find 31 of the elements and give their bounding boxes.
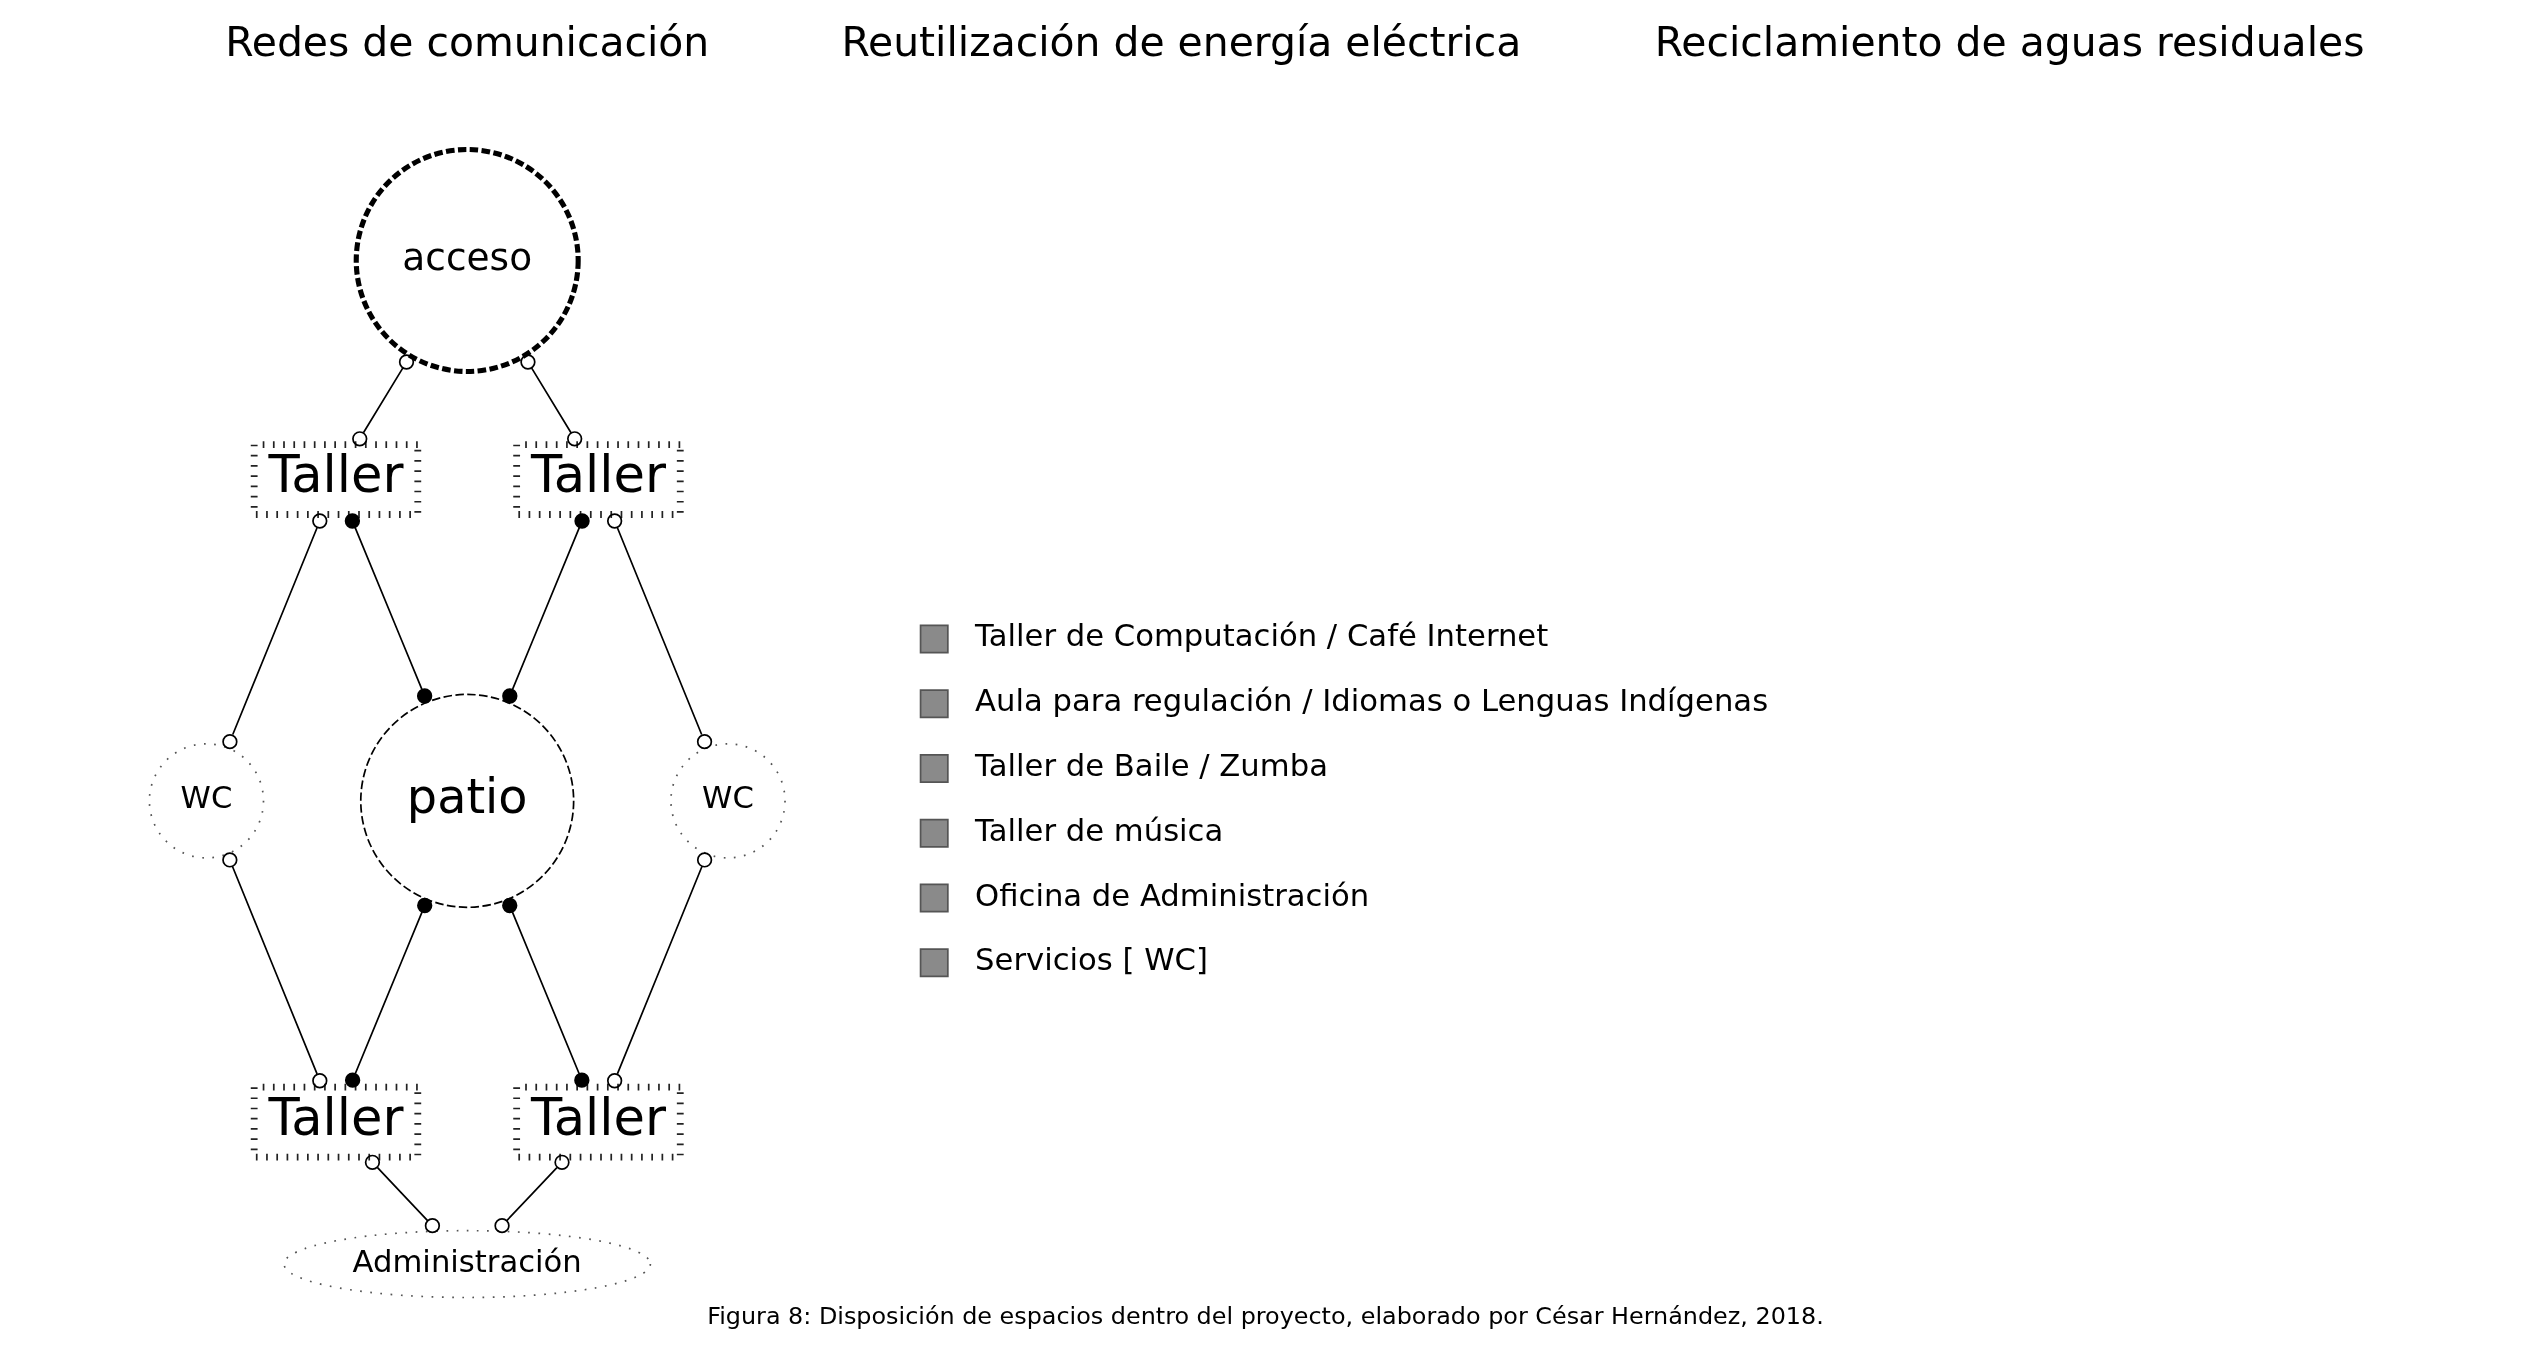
label: Reciclamiento de aguas residuales xyxy=(1654,18,2364,67)
connector xyxy=(344,513,432,704)
connector xyxy=(344,897,432,1088)
legend-label: Oficina de Administración xyxy=(974,877,1369,913)
connector xyxy=(364,1154,440,1234)
node-circle: patio xyxy=(359,693,574,909)
legend-label: Taller de música xyxy=(974,812,1223,848)
label: Reutilización de energía eléctrica xyxy=(840,18,1521,67)
node-box: Taller xyxy=(250,1083,421,1161)
connector xyxy=(351,354,414,447)
connector xyxy=(493,1154,570,1234)
node-circle: acceso xyxy=(353,146,581,374)
node-circle: WC xyxy=(669,742,786,859)
node-box: Taller xyxy=(512,1083,684,1161)
legend-label: Servicios [ WC] xyxy=(974,942,1208,978)
legend-label: Taller de Computación / Café Internet xyxy=(974,618,1548,654)
legend-label: Taller de Baile / Zumba xyxy=(974,747,1328,783)
legend-label: Aula para regulación / Idiomas o Lenguas Indígenas xyxy=(974,683,1768,719)
connector xyxy=(221,513,327,750)
node-box: Taller xyxy=(250,441,421,518)
connector xyxy=(501,897,589,1088)
label: Redes de comunicación xyxy=(224,18,709,67)
node-ellipse: Administración xyxy=(282,1229,651,1299)
caption: Figura 8: Disposición de espacios dentro del proyecto, elaborado por César Hernández, 2018. xyxy=(706,1301,1824,1330)
connector xyxy=(519,354,582,447)
node-circle: WC xyxy=(148,742,264,859)
connector xyxy=(501,513,590,704)
connector xyxy=(606,852,712,1089)
connector xyxy=(606,513,712,750)
node-box: Taller xyxy=(512,441,684,518)
connector xyxy=(221,852,327,1089)
